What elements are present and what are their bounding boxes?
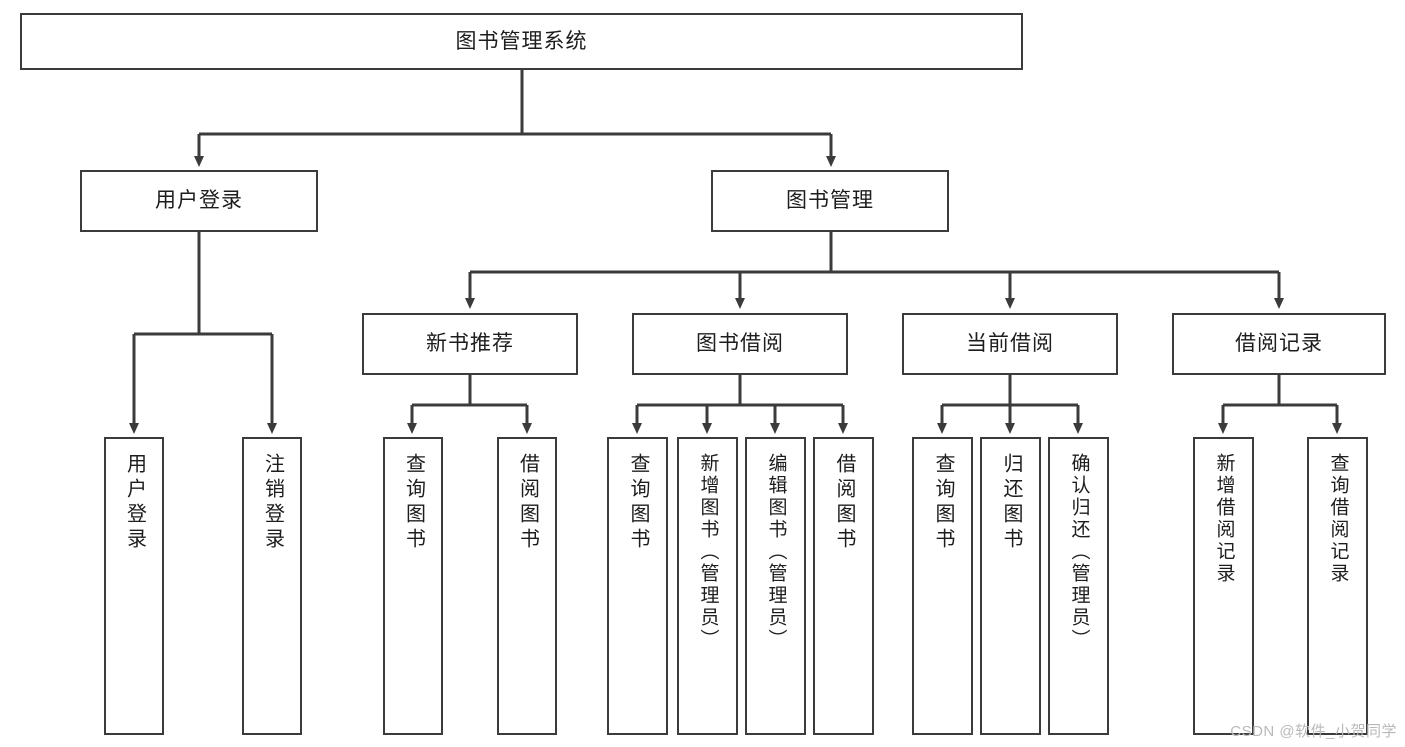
node-leaf-confirm-return-label: 确认归还（管理员） (1068, 453, 1090, 651)
node-leaf-edit-book-label: 编辑图书（管理员） (765, 453, 787, 651)
node-leaf-query-book-3[interactable]: 查询图书 (912, 437, 973, 735)
node-book-borrow[interactable]: 图书借阅 (632, 313, 848, 375)
node-new-book-recommend-label: 新书推荐 (426, 332, 514, 356)
node-book-management[interactable]: 图书管理 (711, 170, 949, 232)
node-leaf-query-borrow-record-label: 查询借阅记录 (1327, 453, 1349, 585)
node-leaf-borrow-book-2-label: 借阅图书 (833, 453, 855, 553)
node-leaf-borrow-book-2[interactable]: 借阅图书 (813, 437, 874, 735)
node-book-borrow-label: 图书借阅 (696, 332, 784, 356)
node-current-borrow[interactable]: 当前借阅 (902, 313, 1118, 375)
node-current-borrow-label: 当前借阅 (966, 332, 1054, 356)
node-root[interactable]: 图书管理系统 (20, 13, 1023, 70)
node-leaf-query-book-1[interactable]: 查询图书 (383, 437, 443, 735)
node-leaf-user-login[interactable]: 用户登录 (104, 437, 164, 735)
node-leaf-confirm-return[interactable]: 确认归还（管理员） (1048, 437, 1109, 735)
node-leaf-borrow-book-1[interactable]: 借阅图书 (497, 437, 557, 735)
node-leaf-add-book[interactable]: 新增图书（管理员） (677, 437, 738, 735)
node-leaf-add-borrow-record[interactable]: 新增借阅记录 (1193, 437, 1254, 735)
node-borrow-record-label: 借阅记录 (1235, 332, 1323, 356)
node-leaf-query-book-2[interactable]: 查询图书 (607, 437, 668, 735)
node-leaf-borrow-book-1-label: 借阅图书 (516, 453, 539, 553)
node-root-label: 图书管理系统 (455, 29, 588, 53)
node-leaf-query-book-2-label: 查询图书 (627, 453, 649, 553)
node-book-management-label: 图书管理 (786, 189, 874, 213)
node-leaf-return-book[interactable]: 归还图书 (980, 437, 1041, 735)
node-leaf-query-book-3-label: 查询图书 (932, 453, 954, 553)
node-leaf-add-book-label: 新增图书（管理员） (697, 453, 719, 651)
node-leaf-query-book-1-label: 查询图书 (402, 453, 425, 553)
node-leaf-logout[interactable]: 注销登录 (242, 437, 302, 735)
node-new-book-recommend[interactable]: 新书推荐 (362, 313, 578, 375)
node-leaf-logout-label: 注销登录 (261, 453, 284, 553)
node-borrow-record[interactable]: 借阅记录 (1172, 313, 1386, 375)
node-user-login[interactable]: 用户登录 (80, 170, 318, 232)
node-leaf-add-borrow-record-label: 新增借阅记录 (1213, 453, 1235, 585)
node-leaf-user-login-label: 用户登录 (123, 453, 146, 553)
node-user-login-label: 用户登录 (155, 189, 243, 213)
node-leaf-return-book-label: 归还图书 (1000, 453, 1022, 553)
node-leaf-query-borrow-record[interactable]: 查询借阅记录 (1307, 437, 1368, 735)
node-leaf-edit-book[interactable]: 编辑图书（管理员） (745, 437, 806, 735)
csdn-watermark: CSDN @软件_小贺同学 (1230, 723, 1397, 740)
